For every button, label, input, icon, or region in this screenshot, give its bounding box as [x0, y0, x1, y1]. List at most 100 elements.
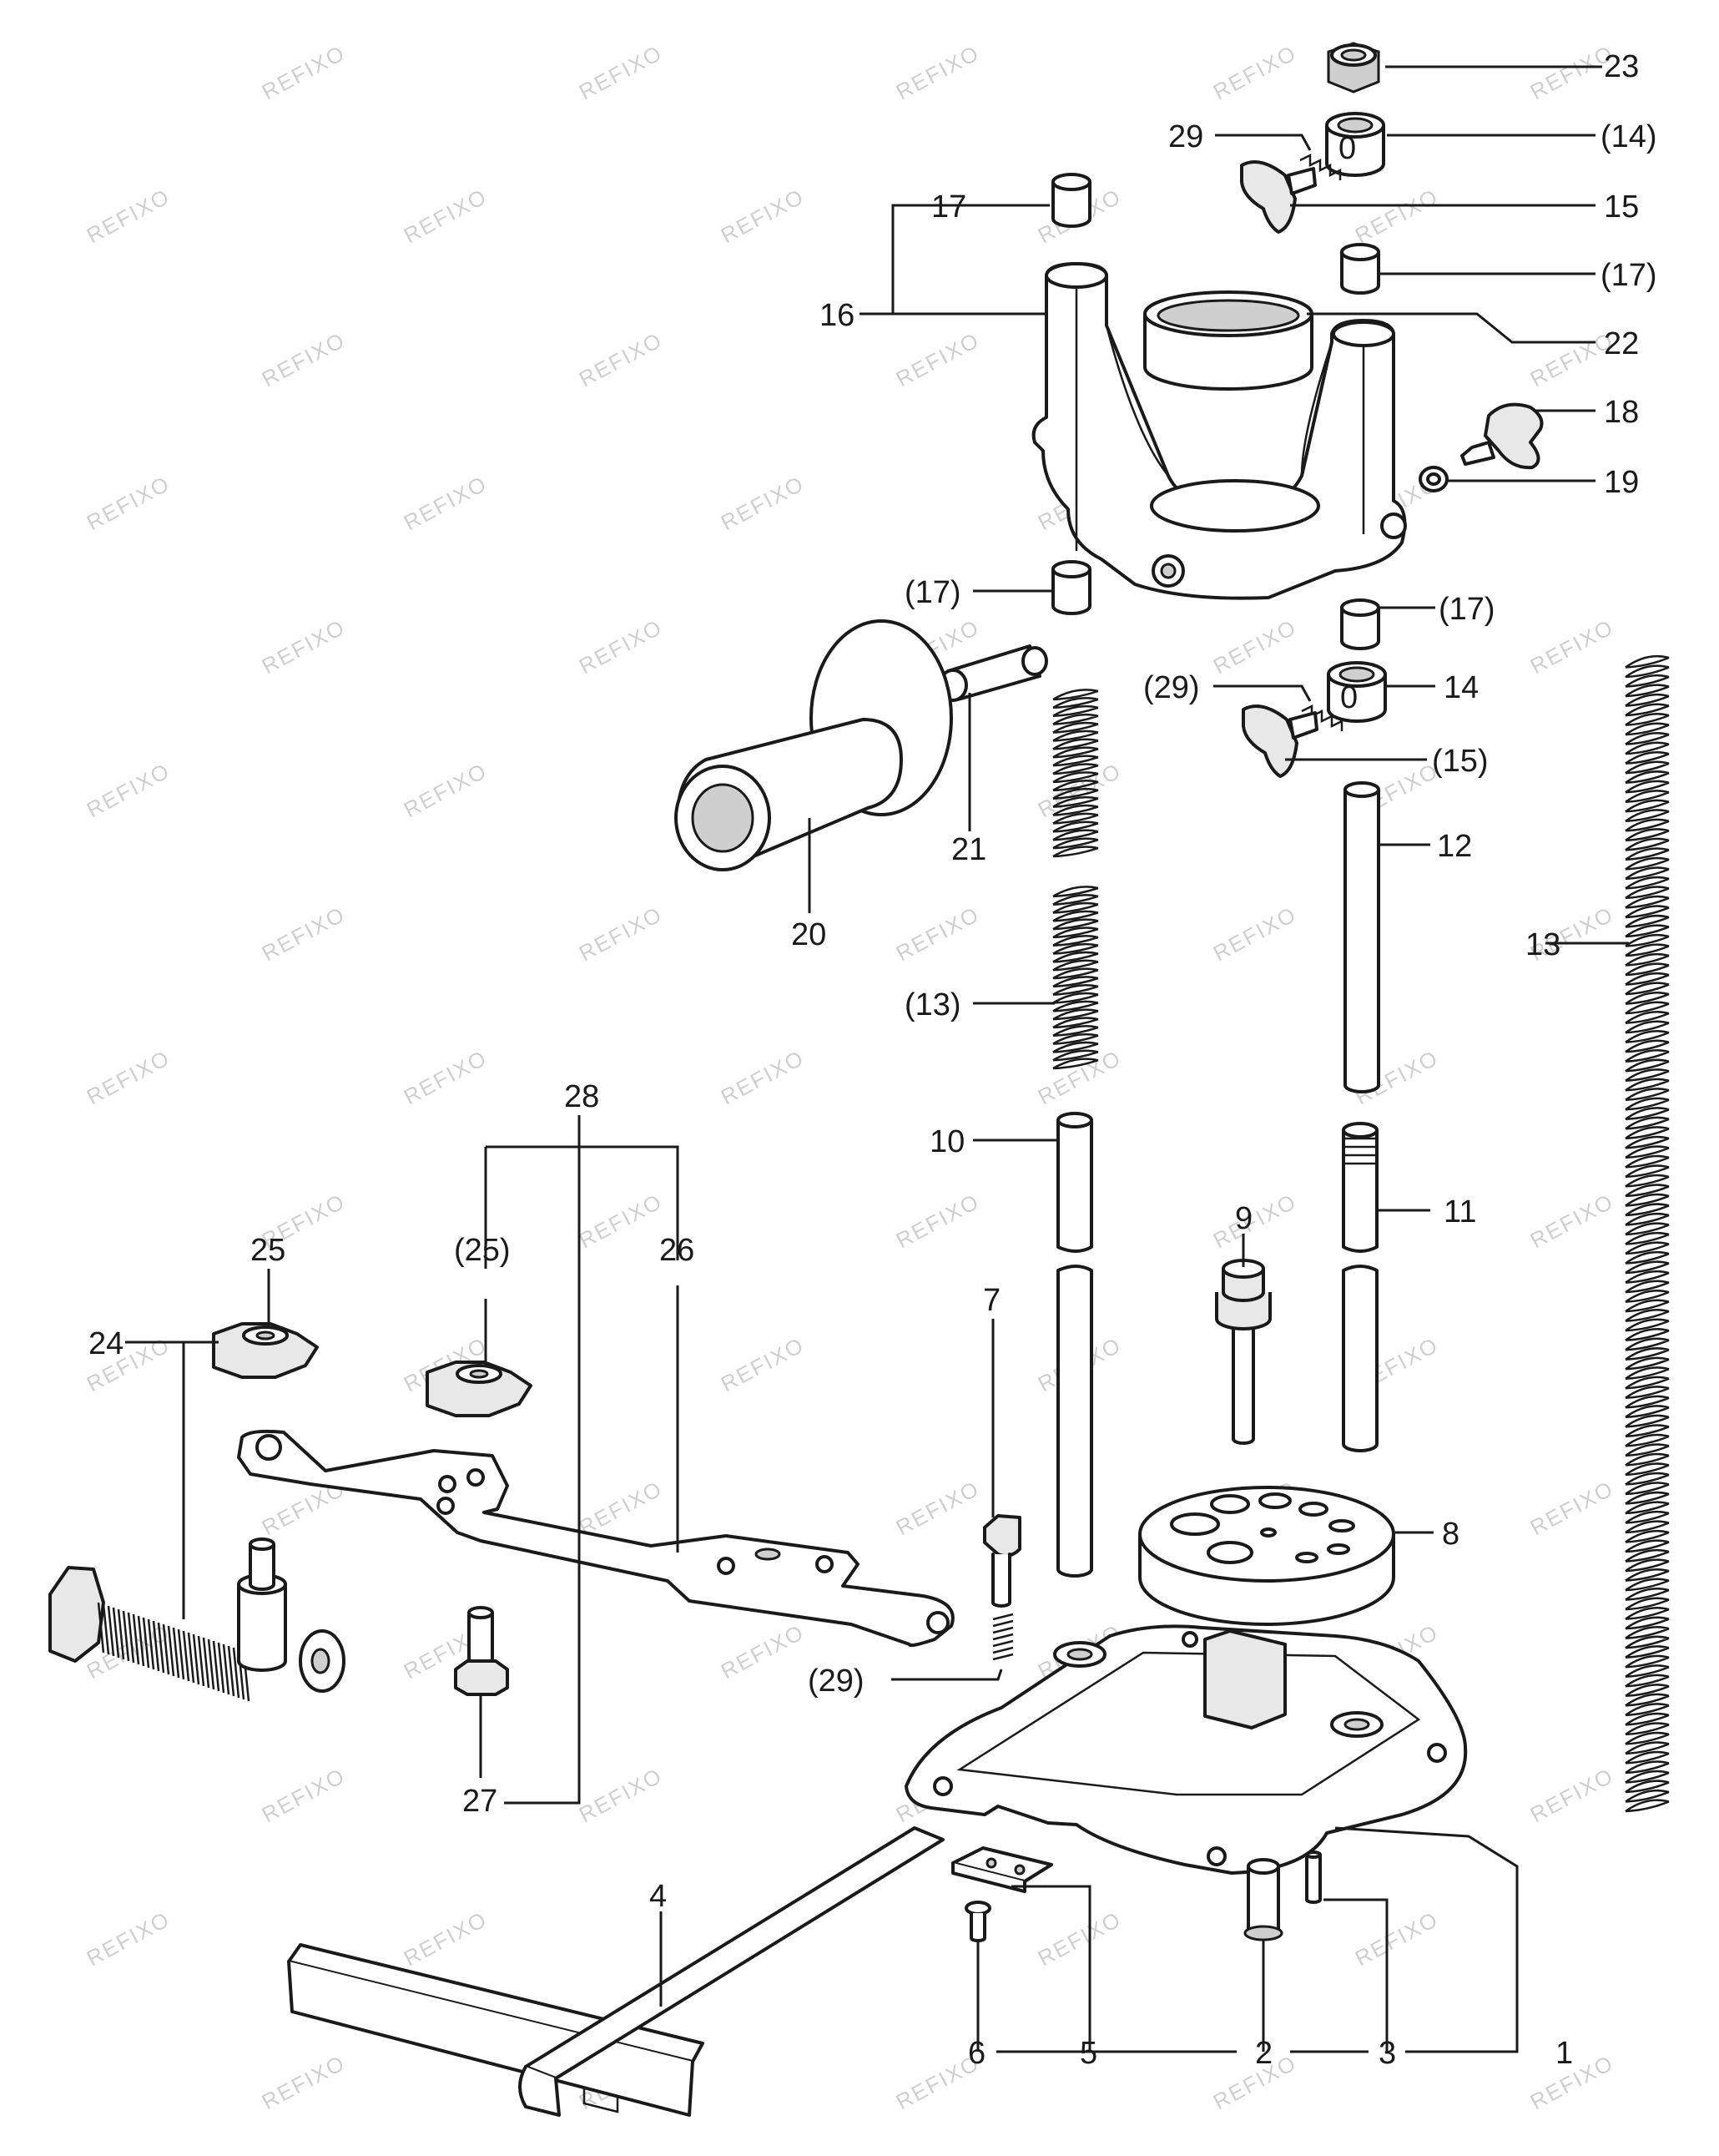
watermark-text: REFIXO	[83, 1906, 174, 1972]
part-25-star-knob-left	[212, 1322, 319, 1379]
watermark-text: REFIXO	[258, 614, 350, 679]
watermark-text: REFIXO	[400, 758, 492, 823]
callout-17-b: (17)	[1601, 258, 1657, 293]
part-1-base-plate	[905, 1624, 1468, 1875]
callout-15-top: 15	[1604, 189, 1639, 225]
part-21-spacer	[938, 644, 1048, 702]
part-20-side-handle	[674, 619, 953, 871]
watermark-text: REFIXO	[1526, 1763, 1618, 1828]
watermark-text: REFIXO	[1526, 1476, 1618, 1541]
part-19-washer	[1419, 466, 1449, 492]
callout-26: 26	[659, 1233, 694, 1268]
callout-17-c: (17)	[905, 575, 961, 610]
callout-21: 21	[951, 832, 986, 867]
part-29-small-spring-top	[1299, 153, 1342, 180]
callout-27: 27	[462, 1784, 497, 1819]
part-4-rip-fence	[287, 1826, 945, 2117]
watermark-text: REFIXO	[1209, 40, 1301, 105]
callout-13-long: 13	[1525, 927, 1560, 962]
watermark-text: REFIXO	[717, 1045, 809, 1110]
part-13-spring-short	[1052, 886, 1099, 1070]
callout-5: 5	[1080, 2036, 1097, 2071]
part-8-depth-disc	[1138, 1486, 1395, 1626]
part-15-wing-knob-lower	[1242, 704, 1318, 778]
part-18-knob-bolt	[1460, 402, 1544, 470]
callout-20: 20	[791, 917, 826, 952]
callout-6: 6	[968, 2036, 986, 2071]
watermark-text: REFIXO	[575, 614, 667, 679]
watermark-text: REFIXO	[83, 758, 174, 823]
watermark-text: REFIXO	[400, 1906, 492, 1972]
part-14-collar-lower: 0	[1327, 661, 1387, 723]
watermark-text: REFIXO	[258, 901, 350, 967]
part-13-spring-long	[1625, 654, 1670, 1813]
callout-9: 9	[1235, 1201, 1253, 1236]
watermark-text: REFIXO	[717, 1332, 809, 1397]
part-17-bushing-d	[1340, 598, 1380, 650]
watermark-text: REFIXO	[575, 1763, 667, 1828]
part-25-star-knob-right	[426, 1361, 532, 1417]
part-24-clamp-screw	[48, 1537, 345, 1702]
watermark-text: REFIXO	[892, 1476, 984, 1541]
watermark-text: REFIXO	[575, 1189, 667, 1254]
part-29-spring-lower	[992, 1613, 1014, 1661]
part-11-threaded-rod	[1342, 1122, 1379, 1452]
watermark-text: REFIXO	[400, 1045, 492, 1110]
watermark-text: REFIXO	[575, 40, 667, 105]
part-5-clamp-plate	[951, 1846, 1053, 1893]
part-spring-upper	[1052, 689, 1099, 858]
watermark-text: REFIXO	[400, 471, 492, 536]
callout-19: 19	[1604, 465, 1639, 500]
callout-17-d: (17)	[1439, 592, 1495, 627]
watermark-text: REFIXO	[1526, 1189, 1618, 1254]
watermark-text: REFIXO	[83, 184, 174, 249]
watermark-text: REFIXO	[575, 327, 667, 392]
watermark-text: REFIXO	[400, 184, 492, 249]
watermark-text: REFIXO	[1526, 614, 1618, 679]
watermark-text: REFIXO	[717, 471, 809, 536]
callout-14-top: (14)	[1601, 119, 1657, 154]
watermark-text: REFIXO	[1034, 1906, 1126, 1972]
part-27-hex-bolt	[454, 1606, 509, 1696]
watermark-text: REFIXO	[575, 901, 667, 967]
watermark-text: REFIXO	[83, 471, 174, 536]
callout-18: 18	[1604, 395, 1639, 430]
callout-15-lower: (15)	[1432, 744, 1489, 779]
part-15-wing-knob-top	[1240, 160, 1317, 234]
callout-12: 12	[1437, 829, 1472, 864]
callout-17-a: 17	[931, 189, 966, 225]
watermark-text: REFIXO	[1209, 901, 1301, 967]
callout-24: 24	[88, 1326, 124, 1361]
callout-10: 10	[930, 1124, 965, 1159]
callout-22: 22	[1604, 326, 1639, 361]
callout-11: 11	[1444, 1194, 1476, 1229]
part-17-bushing-c	[1051, 560, 1091, 615]
part-12-column-tube	[1343, 781, 1380, 1093]
watermark-text: REFIXO	[258, 327, 350, 392]
part-10-guide-rod	[1056, 1112, 1093, 1578]
svg-text:0: 0	[1338, 131, 1356, 166]
callout-14-lower: 14	[1444, 670, 1479, 705]
part-7-stop-pin	[983, 1514, 1021, 1608]
part-14-collar-top: 0	[1325, 112, 1385, 177]
callout-1: 1	[1555, 2036, 1573, 2071]
watermark-text: REFIXO	[1034, 1045, 1126, 1110]
callout-13-short: (13)	[905, 987, 961, 1022]
callout-28: 28	[564, 1079, 599, 1114]
watermark-text: REFIXO	[717, 184, 809, 249]
part-9-knurled-knob	[1215, 1259, 1272, 1445]
part-2-sleeve	[1243, 1858, 1283, 1941]
svg-text:0: 0	[1340, 680, 1358, 715]
part-3-dowel-pin	[1305, 1851, 1322, 1904]
callout-16: 16	[819, 298, 854, 333]
callout-25-b: (25)	[454, 1233, 511, 1268]
watermark-text: REFIXO	[892, 40, 984, 105]
callout-29-top: 29	[1168, 119, 1203, 154]
watermark-text: REFIXO	[892, 1189, 984, 1254]
part-26-clamp-arm	[237, 1429, 955, 1648]
callout-7: 7	[983, 1283, 1001, 1318]
watermark-text: REFIXO	[258, 1763, 350, 1828]
callout-2: 2	[1255, 2036, 1273, 2071]
part-23-lock-nut	[1327, 42, 1380, 93]
